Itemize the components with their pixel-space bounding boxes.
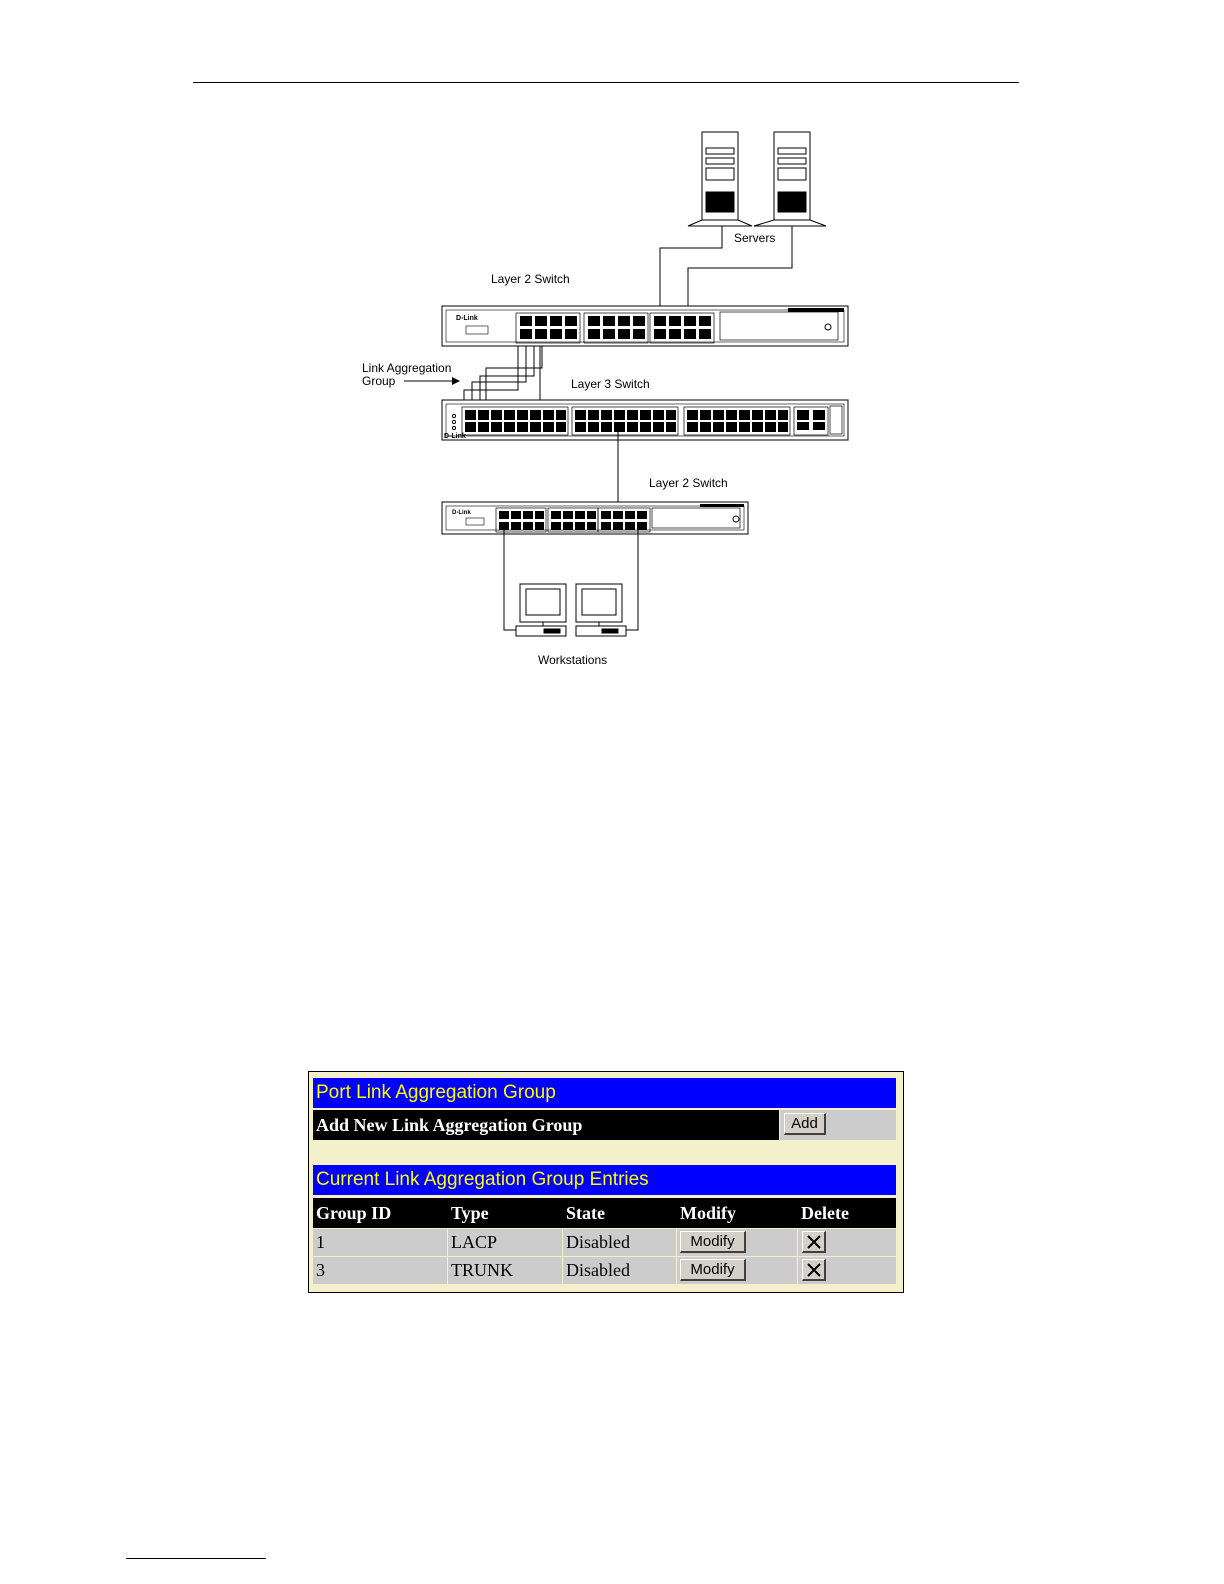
svg-text:D-Link: D-Link (444, 433, 466, 440)
port-link-aggregation-panel: Port Link Aggregation Group Add New Link… (308, 1071, 904, 1293)
delete-button[interactable] (802, 1231, 826, 1253)
add-new-group-row: Add New Link Aggregation Group Add (313, 1110, 896, 1140)
table-row: 3 TRUNK Disabled Modify (313, 1257, 896, 1284)
server-2-icon (754, 132, 826, 226)
modify-button[interactable]: Modify (680, 1259, 746, 1281)
layer2-switch-top: D-Link (442, 306, 848, 346)
modify-button[interactable]: Modify (680, 1231, 746, 1253)
entries-title: Current Link Aggregation Group Entries (313, 1165, 896, 1195)
network-diagram: Servers Layer 2 Switch D-Link (340, 120, 860, 680)
server-1-icon (688, 132, 752, 226)
modify-cell: Modify (677, 1257, 797, 1284)
delete-button[interactable] (802, 1259, 826, 1281)
delete-cell (798, 1257, 896, 1284)
servers-label: Servers (734, 231, 775, 245)
table-row: 1 LACP Disabled Modify (313, 1229, 896, 1256)
column-header-modify: Modify (677, 1198, 797, 1228)
add-new-group-label: Add New Link Aggregation Group (313, 1110, 779, 1140)
state-cell: Disabled (563, 1257, 676, 1284)
header-rule (193, 82, 1019, 83)
layer3-switch: D-Link (442, 400, 848, 440)
delete-x-icon (806, 1234, 822, 1250)
workstation-2-icon (576, 584, 626, 636)
footer-rule (126, 1558, 266, 1559)
workstations-label: Workstations (538, 653, 607, 667)
column-header-state: State (563, 1198, 676, 1228)
group-id-cell: 3 (313, 1257, 447, 1284)
modify-cell: Modify (677, 1229, 797, 1256)
svg-text:D-Link: D-Link (452, 510, 471, 516)
arrow-right-icon (452, 377, 460, 385)
column-header-group-id: Group ID (313, 1198, 447, 1228)
delete-x-icon (806, 1262, 822, 1278)
layer2-bottom-label: Layer 2 Switch (649, 476, 728, 490)
type-cell: LACP (448, 1229, 562, 1256)
layer2-top-label: Layer 2 Switch (491, 272, 570, 286)
add-cell: Add (780, 1110, 896, 1140)
add-button[interactable]: Add (784, 1113, 826, 1135)
column-header-type: Type (448, 1198, 562, 1228)
lag-label-line2: Group (362, 374, 396, 388)
column-header-delete: Delete (798, 1198, 896, 1228)
state-cell: Disabled (563, 1229, 676, 1256)
delete-cell (798, 1229, 896, 1256)
entries-table-header: Group ID Type State Modify Delete (313, 1198, 896, 1228)
group-id-cell: 1 (313, 1229, 447, 1256)
layer3-label: Layer 3 Switch (571, 377, 650, 391)
workstation-1-icon (516, 584, 566, 636)
type-cell: TRUNK (448, 1257, 562, 1284)
panel-title: Port Link Aggregation Group (313, 1078, 896, 1108)
lag-label-line1: Link Aggregation (362, 361, 451, 375)
svg-text:D-Link: D-Link (456, 315, 478, 322)
layer2-switch-bottom: D-Link (442, 502, 748, 534)
